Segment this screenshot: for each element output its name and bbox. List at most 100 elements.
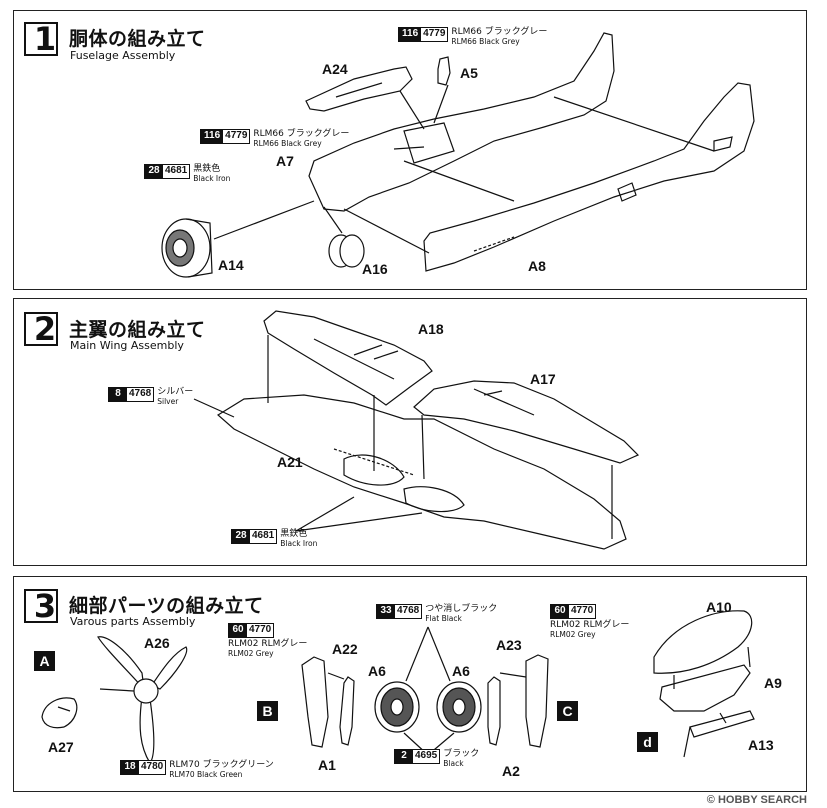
color-name-en: Black Iron (193, 174, 231, 183)
color-name-en: RLM02 Grey (550, 630, 596, 639)
color-name-jp: RLM70 ブラックグリーン (169, 760, 274, 770)
step-1-number: 1 (33, 20, 57, 58)
part-a27: A27 (48, 739, 74, 755)
part-a21: A21 (277, 454, 303, 470)
color-name-en: RLM02 Grey (228, 649, 274, 658)
color-name-jp: つや消しブラック (425, 604, 498, 614)
step-2-title-en: Main Wing Assembly (70, 339, 184, 352)
paint-number: 60 (551, 605, 569, 618)
wing-assembly-drawing (193, 310, 640, 550)
mr-color-code: 4768 (127, 388, 154, 401)
paint-number: 28 (145, 165, 163, 178)
panel-various-parts-assembly: 3 細部パーツの組み立て Varous parts Assembly A B C… (13, 576, 807, 792)
mr-color-code: 4779 (223, 130, 250, 143)
paint-number: 2 (395, 750, 413, 763)
part-a6-right: A6 (452, 663, 470, 679)
sub-step-d-label: d (637, 732, 658, 752)
watermark: © HOBBY SEARCH (706, 794, 807, 806)
color-name-jp: ブラック (443, 749, 480, 759)
mr-color-code: 4695 (413, 750, 440, 763)
step-3-number: 3 (33, 587, 57, 625)
part-a22: A22 (332, 641, 358, 657)
step-2-title-jp: 主翼の組み立て (69, 319, 206, 341)
part-a6-left: A6 (368, 663, 386, 679)
mr-color-code: 4779 (421, 28, 448, 41)
mr-color-code: 4770 (247, 624, 274, 637)
step-3-box (24, 589, 58, 623)
color-name-jp: RLM66 ブラックグレー (253, 129, 350, 139)
paint-number: 116 (399, 28, 422, 41)
sub-step-a-label: A (34, 651, 55, 671)
part-a23: A23 (496, 637, 522, 653)
step-3-badge: 3 (24, 587, 60, 625)
color-name-en: Black Iron (280, 539, 318, 548)
color-name-en: Silver (157, 397, 179, 406)
sub-step-b-label: B (257, 701, 278, 721)
mr-color-code: 4681 (163, 165, 190, 178)
color-name-jp: シルバー (157, 387, 194, 397)
step-3-title-en: Varous parts Assembly (70, 615, 196, 628)
part-a17: A17 (530, 371, 556, 387)
various-parts-drawing (41, 610, 755, 765)
part-a14: A14 (218, 257, 244, 273)
sub-step-c-label: C (557, 701, 578, 721)
paint-number: 28 (232, 530, 250, 543)
part-a18: A18 (418, 321, 444, 337)
step-1-badge: 1 (24, 20, 60, 58)
color-name-en: Flat Black (425, 614, 462, 623)
color-name-en: RLM66 Black Grey (451, 37, 520, 46)
part-a16: A16 (362, 261, 388, 277)
step-1-box (24, 22, 58, 56)
step-3-title-jp: 細部パーツの組み立て (69, 595, 264, 617)
color-name-en: Black (443, 759, 464, 768)
fuselage-assembly-drawing (161, 32, 755, 278)
panel-main-wing-assembly: 2 主翼の組み立て Main Wing Assembly A18 A17 A21… (13, 298, 807, 566)
paint-number: 116 (201, 130, 224, 143)
mr-color-code: 4768 (395, 605, 422, 618)
paint-number: 60 (229, 624, 247, 637)
color-name-jp: RLM66 ブラックグレー (451, 27, 548, 37)
paint-number: 18 (121, 761, 139, 774)
step-2-box (24, 312, 58, 346)
paint-number: 8 (109, 388, 127, 401)
panel-fuselage-assembly: 1 胴体の組み立て Fuselage Assembly A24 A5 A7 A1… (13, 10, 807, 290)
step-1-title-en: Fuselage Assembly (70, 49, 176, 62)
paint-number: 33 (377, 605, 395, 618)
part-a5: A5 (460, 65, 478, 81)
part-a7: A7 (276, 153, 294, 169)
part-a9: A9 (764, 675, 782, 691)
part-a1: A1 (318, 757, 336, 773)
color-name-jp: RLM02 RLMグレー (550, 620, 630, 630)
step-1-title-jp: 胴体の組み立て (69, 28, 206, 50)
color-name-jp: 黒鉄色 (280, 529, 308, 539)
part-a26: A26 (144, 635, 170, 651)
